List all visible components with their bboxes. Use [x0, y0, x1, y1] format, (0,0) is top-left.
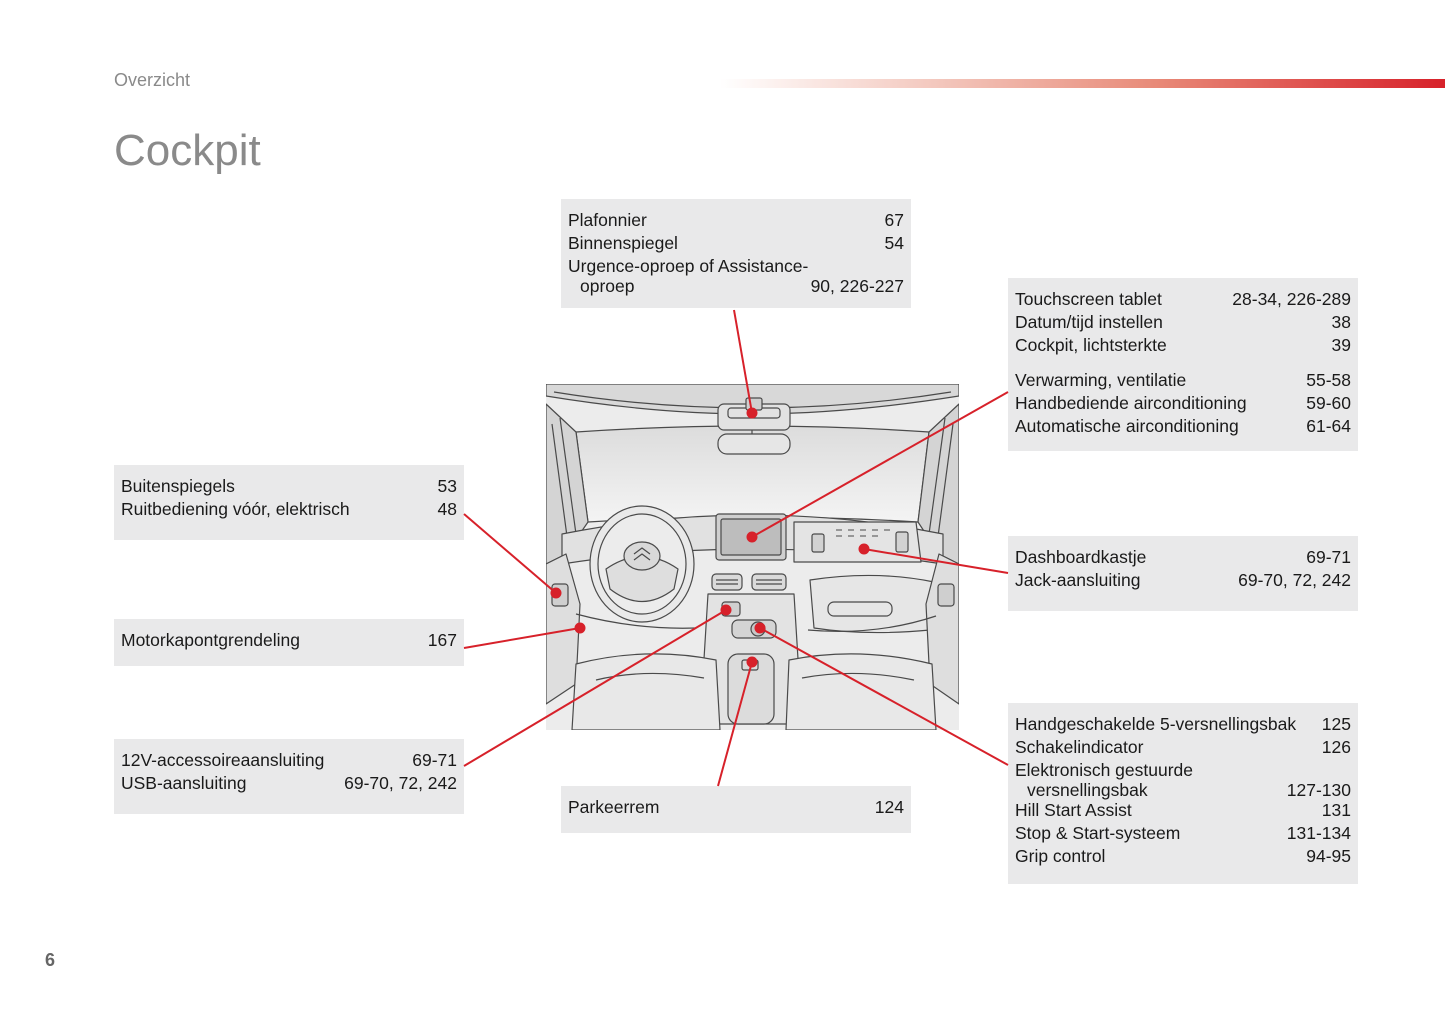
- callout-row: Plafonnier 67: [568, 209, 904, 232]
- callout-box-touchscreen: Touchscreen tablet 28-34, 226-289 Datum/…: [1008, 278, 1358, 451]
- callout-label: Hill Start Assist: [1015, 800, 1132, 820]
- callout-row: Stop & Start-systeem 131-134: [1015, 822, 1351, 845]
- callout-row: Dashboardkastje 69-71: [1015, 546, 1351, 569]
- callout-row: Touchscreen tablet 28-34, 226-289: [1015, 288, 1351, 311]
- callout-row: Verwarming, ventilatie 55-58: [1015, 369, 1351, 392]
- page-reference[interactable]: 90, 226-227: [810, 276, 904, 296]
- callout-box-dashboard: Dashboardkastje 69-71 Jack-aansluiting 6…: [1008, 536, 1358, 611]
- cockpit-illustration: [546, 384, 959, 730]
- callout-row: Handbediende airconditioning 59-60: [1015, 392, 1351, 415]
- callout-box-plafonnier: Plafonnier 67 Binnenspiegel 54 Urgence-o…: [561, 199, 911, 308]
- group-spacer: [1015, 357, 1351, 369]
- callout-box-motorkap: Motorkapontgrendeling 167: [114, 619, 464, 666]
- callout-label: Urgence-oproep of Assistance-: [568, 256, 809, 276]
- page-reference[interactable]: 69-71: [412, 750, 457, 770]
- callout-label: Handgeschakelde 5-versnellingsbak: [1015, 714, 1297, 734]
- callout-row: Motorkapontgrendeling 167: [121, 629, 457, 652]
- callout-label: Parkeerrem: [568, 797, 660, 817]
- page-reference[interactable]: 67: [884, 210, 904, 230]
- page-reference[interactable]: 94-95: [1306, 846, 1351, 866]
- page-reference[interactable]: 69-71: [1306, 547, 1351, 567]
- page-reference[interactable]: 54: [884, 233, 904, 253]
- callout-box-parkeerrem: Parkeerrem 124: [561, 786, 911, 833]
- callout-row: Hill Start Assist 131: [1015, 799, 1351, 822]
- callout-label: versnellingsbak: [1027, 780, 1148, 800]
- callout-row: Ruitbediening vóór, elektrisch 48: [121, 498, 457, 521]
- callout-box-versnelling: Handgeschakelde 5-versnellingsbak 125 Sc…: [1008, 703, 1358, 884]
- callout-row: USB-aansluiting 69-70, 72, 242: [121, 772, 457, 795]
- callout-label: Automatische airconditioning: [1015, 416, 1239, 436]
- callout-row: Cockpit, lichtsterkte 39: [1015, 334, 1351, 357]
- callout-label: Cockpit, lichtsterkte: [1015, 335, 1167, 355]
- page-reference[interactable]: 28-34, 226-289: [1232, 289, 1351, 309]
- page-reference[interactable]: 127-130: [1286, 780, 1351, 800]
- page-reference[interactable]: 131-134: [1286, 823, 1351, 843]
- section-label: Overzicht: [114, 70, 191, 90]
- callout-label: Motorkapontgrendeling: [121, 630, 301, 650]
- page-reference[interactable]: 38: [1331, 312, 1351, 332]
- callout-row: Parkeerrem 124: [568, 796, 904, 819]
- page-reference[interactable]: 53: [437, 476, 457, 496]
- page-reference[interactable]: 48: [437, 499, 457, 519]
- callout-label: Plafonnier: [568, 210, 647, 230]
- callout-row: Buitenspiegels 53: [121, 475, 457, 498]
- leader-line-buitenspiegels: [463, 513, 557, 594]
- callout-row: Schakelindicator 126: [1015, 736, 1351, 759]
- page-reference[interactable]: 55-58: [1306, 370, 1351, 390]
- callout-row: oproep 90, 226-227: [568, 276, 904, 296]
- callout-row: 12V-accessoireaansluiting 69-71: [121, 749, 457, 772]
- page-number: 6: [45, 950, 56, 970]
- callout-label: Binnenspiegel: [568, 233, 678, 253]
- callout-label: Schakelindicator: [1015, 737, 1144, 757]
- callout-label: Buitenspiegels: [121, 476, 235, 496]
- callout-row: Handgeschakelde 5-versnellingsbak 125: [1015, 713, 1351, 736]
- page-reference[interactable]: 126: [1321, 737, 1351, 757]
- callout-label: Grip control: [1015, 846, 1106, 866]
- callout-label: Dashboardkastje: [1015, 547, 1147, 567]
- callout-box-buitenspiegels: Buitenspiegels 53 Ruitbediening vóór, el…: [114, 465, 464, 540]
- page-reference[interactable]: 124: [874, 797, 904, 817]
- page-reference[interactable]: 167: [427, 630, 457, 650]
- page-reference[interactable]: 69-70, 72, 242: [344, 773, 457, 793]
- callout-row: Datum/tijd instellen 38: [1015, 311, 1351, 334]
- page-reference[interactable]: 59-60: [1306, 393, 1351, 413]
- callout-label: 12V-accessoireaansluiting: [121, 750, 325, 770]
- callout-row: Automatische airconditioning 61-64: [1015, 415, 1351, 438]
- callout-label: Verwarming, ventilatie: [1015, 370, 1187, 390]
- callout-label: oproep: [580, 276, 635, 296]
- callout-label: Stop & Start-systeem: [1015, 823, 1181, 843]
- callout-label: USB-aansluiting: [121, 773, 247, 793]
- page-reference[interactable]: 61-64: [1306, 416, 1351, 436]
- callout-label: Handbediende airconditioning: [1015, 393, 1247, 413]
- callout-row: Grip control 94-95: [1015, 845, 1351, 868]
- callout-row: Jack-aansluiting 69-70, 72, 242: [1015, 569, 1351, 592]
- page-reference[interactable]: 125: [1321, 714, 1351, 734]
- callout-box-accessoire: 12V-accessoireaansluiting 69-71 USB-aans…: [114, 739, 464, 814]
- page-reference[interactable]: 69-70, 72, 242: [1238, 570, 1351, 590]
- callout-row: Binnenspiegel 54: [568, 232, 904, 255]
- callout-label: Ruitbediening vóór, elektrisch: [121, 499, 350, 519]
- callout-label: Touchscreen tablet: [1015, 289, 1162, 309]
- page-reference[interactable]: 39: [1331, 335, 1351, 355]
- header-accent-bar: [720, 79, 1445, 88]
- callout-label: Datum/tijd instellen: [1015, 312, 1163, 332]
- callout-row: Elektronisch gestuurde: [1015, 759, 1351, 782]
- callout-label: Jack-aansluiting: [1015, 570, 1141, 590]
- callout-label: Elektronisch gestuurde: [1015, 760, 1194, 780]
- callout-row: versnellingsbak 127-130: [1015, 780, 1351, 800]
- page-title: Cockpit: [114, 126, 261, 175]
- callout-row: Urgence-oproep of Assistance-: [568, 255, 904, 278]
- page-reference[interactable]: 131: [1321, 800, 1351, 820]
